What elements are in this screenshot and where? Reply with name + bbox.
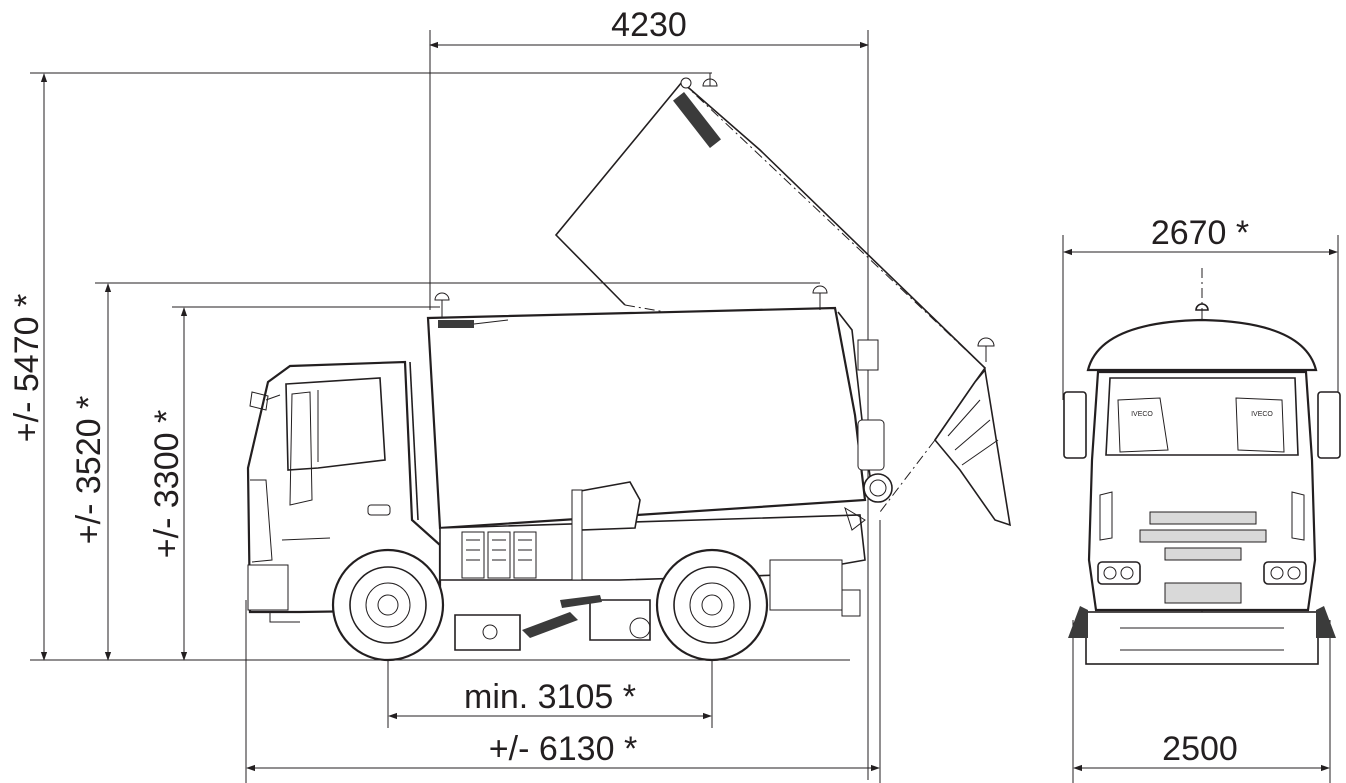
- dimension-overall-length: +/- 6130 *: [245, 520, 881, 783]
- dimension-label-overall-length: +/- 6130 *: [489, 730, 637, 768]
- dimension-front-track: 2500: [1072, 620, 1331, 783]
- dimension-label-front-track: 2500: [1162, 730, 1238, 768]
- brand-badge-right: IVECO: [1251, 411, 1273, 418]
- dimension-label-height-body: +/- 3300 *: [148, 410, 186, 558]
- front-wheel: [331, 548, 445, 662]
- hopper-body: [426, 285, 893, 530]
- side-brushes: [522, 506, 866, 638]
- raised-hopper-outline: [554, 73, 1012, 527]
- dimension-height-raised: +/- 5470 *: [8, 72, 712, 661]
- side-view-truck: [246, 73, 1012, 662]
- dimension-wheelbase: min. 3105 *: [387, 560, 713, 728]
- rear-wheel: [655, 548, 769, 662]
- front-view-truck: IVECO IVECO: [1063, 268, 1341, 665]
- dimension-label-height-raised: +/- 5470 *: [8, 294, 46, 442]
- brand-badge-left: IVECO: [1131, 411, 1153, 418]
- dimension-height-body: +/- 3300 *: [148, 306, 440, 661]
- dimension-label-top-width: 4230: [611, 6, 687, 44]
- dimension-label-height-beacon: +/- 3520 *: [70, 396, 108, 544]
- chassis: [439, 481, 866, 651]
- dimension-label-wheelbase: min. 3105 *: [464, 678, 636, 716]
- dimension-top-width: 4230: [429, 6, 869, 780]
- dimension-height-beacon: +/- 3520 *: [70, 282, 820, 661]
- dimension-label-front-width: 2670 *: [1151, 214, 1249, 252]
- dimension-front-width: 2670 *: [1062, 214, 1339, 400]
